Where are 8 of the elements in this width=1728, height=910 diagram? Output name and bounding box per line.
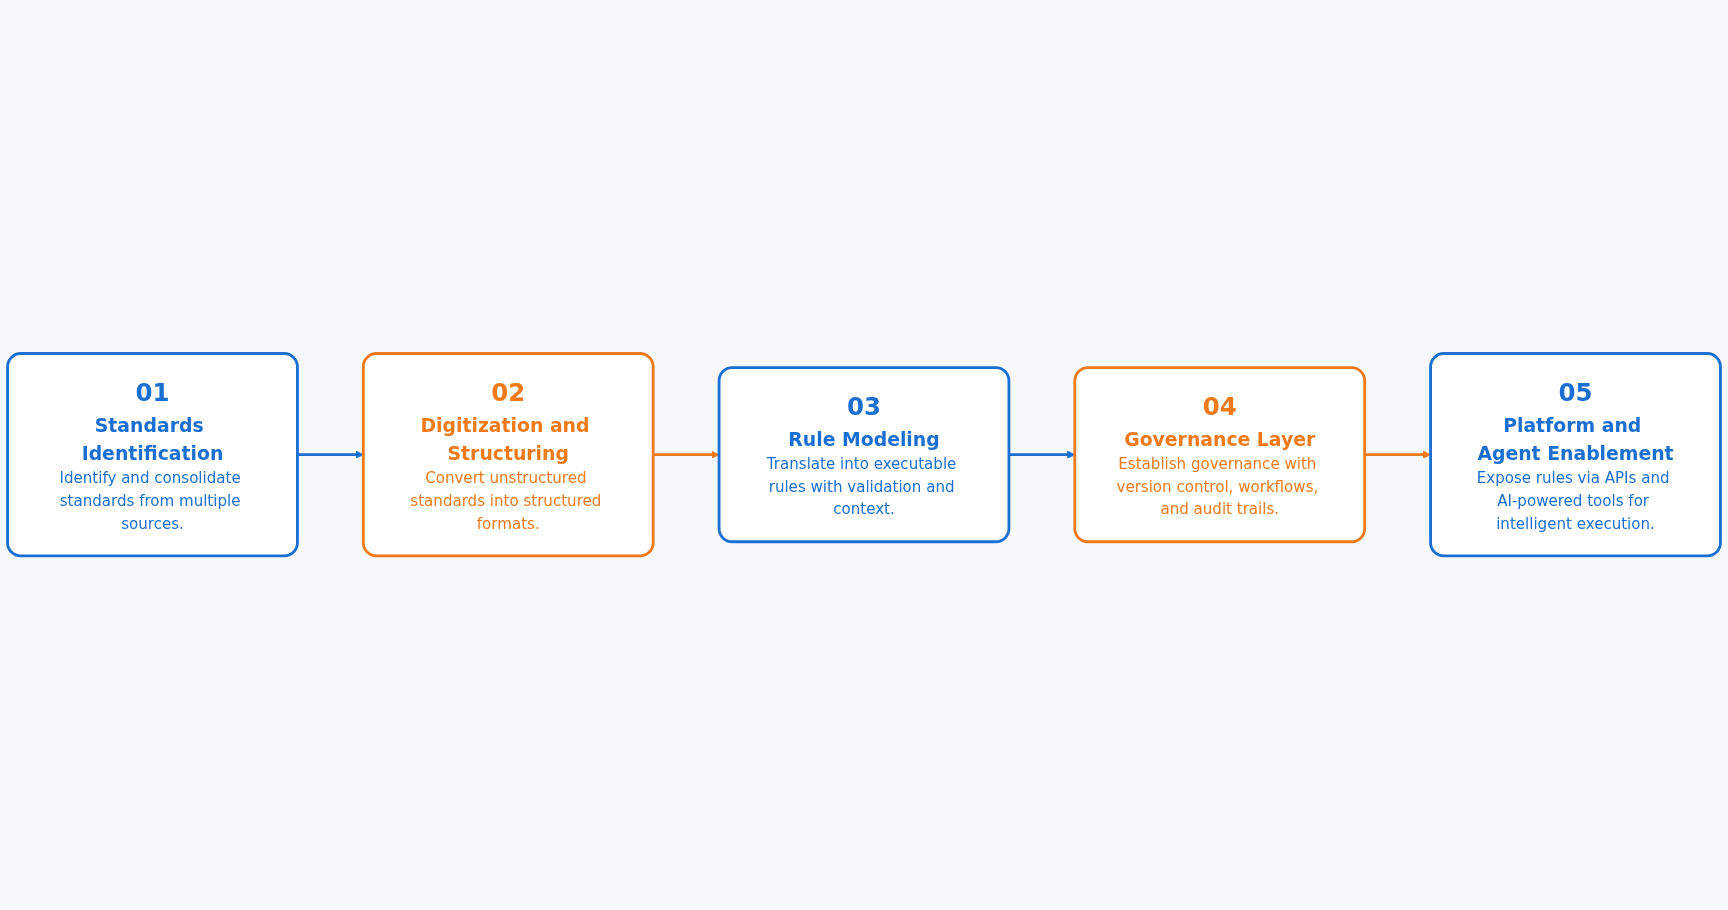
node-box: 02 Digitization and Structuring Convert unstructured standards into structured formats. [361,352,655,558]
node-box: 05 Platform and Agent Enablement Expose rules via APIs and AI-powered tools for intelligent execution. [1429,352,1722,558]
node-box: 03 Rule Modeling Translate into executable rules with validation and context. [717,366,1011,544]
arrow [1364,450,1431,460]
node-box: 04 Governance Layer Establish governance with version control, workflows, and audit trails. [1073,366,1367,544]
arrow [297,450,364,460]
node-box: 01 Standards Identification Identify and consolidate standards from multiple sources. [6,352,299,558]
arrow [653,450,720,460]
